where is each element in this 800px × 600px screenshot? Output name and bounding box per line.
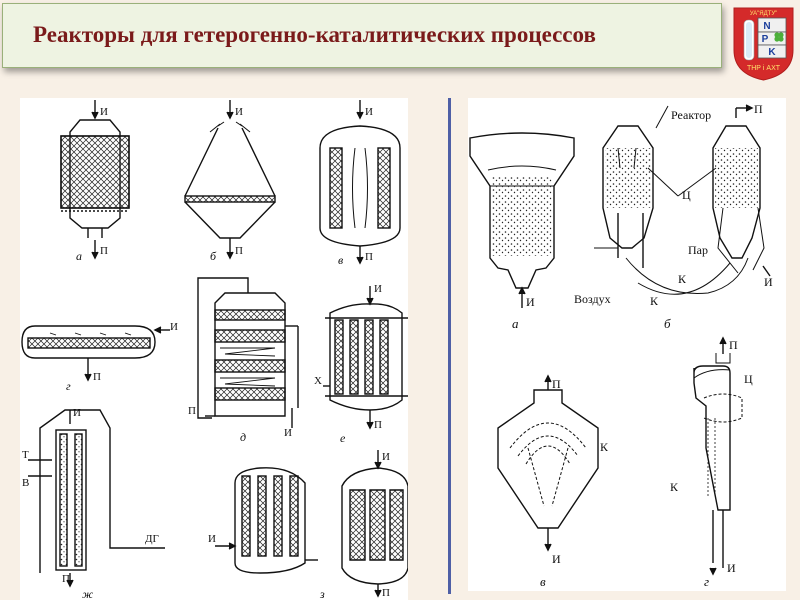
fluid-label-steam: Пар	[688, 243, 708, 257]
label-a-output: П	[100, 245, 108, 257]
label-v-output: П	[365, 251, 373, 263]
label-d-output: П	[188, 405, 196, 417]
label-e-x: Х	[314, 375, 322, 387]
label-z-output: П	[382, 587, 390, 599]
reactor-a-diagram	[60, 100, 130, 260]
fluid-label-g-input: И	[727, 561, 736, 575]
fluid-label-g-output: П	[729, 338, 738, 352]
fluid-label-air: Воздух	[574, 292, 611, 306]
label-b-input: И	[235, 106, 243, 118]
logo-letter-k: K	[768, 47, 776, 58]
fluid-reactor-g-diagram	[693, 336, 743, 576]
reactor-b-diagram	[184, 100, 276, 260]
label-e-output: П	[374, 419, 382, 431]
fluid-label-b-k2: К	[650, 294, 659, 308]
fluid-reactor-b-left-diagram	[594, 125, 749, 295]
fluid-label-a: а	[512, 316, 519, 331]
label-a: а	[76, 249, 82, 263]
label-d-input: И	[284, 427, 292, 439]
reactor-d-diagram	[197, 277, 299, 428]
fluid-label-g-c: Ц	[744, 372, 753, 386]
fluid-reactor-b-right-diagram	[637, 104, 771, 295]
label-a-input: И	[100, 106, 108, 118]
reactor-z1-diagram	[215, 467, 318, 574]
label-zh-v: В	[22, 477, 29, 489]
title-bar: Реакторы для гетерогенно-каталитических …	[2, 3, 722, 68]
fluidized-bed-reactors-panel: а И б Реактор П Ц Пар И К К Воздух в П К…	[468, 98, 786, 591]
label-e: е	[340, 431, 346, 445]
fluid-label-g: г	[704, 574, 709, 589]
label-zh-dg: ДГ	[145, 533, 159, 545]
label-g: г	[66, 379, 71, 393]
fluid-label-b-input: И	[764, 275, 773, 289]
logo-clover-icon	[774, 32, 784, 42]
label-e-input: И	[374, 283, 382, 295]
label-zh-output: П	[62, 573, 70, 585]
fluid-label-b: б	[664, 316, 671, 331]
fluid-label-b-k1: К	[678, 272, 687, 286]
label-g-output: П	[93, 371, 101, 383]
logo-letter-p: P	[762, 34, 769, 45]
label-g-input: И	[170, 321, 178, 333]
label-z-input: И	[208, 533, 216, 545]
fluid-label-v-output: П	[552, 377, 561, 391]
reactor-v-diagram	[319, 100, 401, 265]
fluid-reactor-v-diagram	[497, 374, 599, 552]
logo-top-text: УА"ЯДТУ"	[750, 11, 778, 17]
page-title: Реакторы для гетерогенно-каталитических …	[33, 22, 596, 47]
fluid-label-a-input: И	[526, 295, 535, 309]
fluid-reactor-a-diagram	[469, 132, 575, 308]
label-v-input: И	[365, 106, 373, 118]
reactor-g-diagram	[21, 325, 170, 382]
label-zh-input: И	[73, 407, 81, 419]
reactor-zh-diagram	[28, 409, 165, 588]
fluid-label-v-k: К	[600, 440, 609, 454]
label-b-output: П	[235, 245, 243, 257]
label-zh-t: Т	[22, 449, 29, 461]
reactor-e-diagram	[323, 286, 408, 430]
fluid-label-v-input: И	[552, 552, 561, 566]
label-z: з	[319, 587, 325, 600]
fluid-label-b-c: Ц	[682, 188, 691, 202]
logo-letter-n: N	[763, 21, 770, 32]
logo-bottom-text: ТНР і АХТ	[747, 64, 781, 72]
fluid-label-reactor: Реактор	[671, 108, 711, 122]
fluid-label-g-k: К	[670, 480, 679, 494]
label-d: д	[240, 430, 246, 444]
fluid-label-b-output: П	[754, 102, 763, 116]
fluid-label-v: в	[540, 574, 546, 589]
label-z2-input: И	[382, 451, 390, 463]
fixed-bed-reactors-panel: а И П б И П в И П г И П д П И е И Х П ж …	[20, 98, 408, 600]
label-b: б	[210, 249, 217, 263]
panel-divider	[448, 98, 451, 594]
label-zh: ж	[82, 587, 93, 600]
university-logo: УА"ЯДТУ" N P K ТНР і АХТ	[730, 2, 797, 82]
label-v: в	[338, 253, 343, 267]
reactor-z2-diagram	[341, 450, 408, 598]
